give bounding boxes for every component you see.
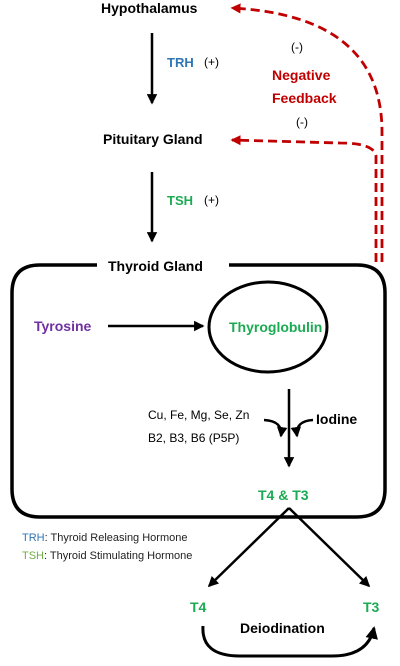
iodine-label: Iodine — [316, 411, 358, 427]
key-trh-abbr: TRH — [22, 532, 45, 544]
arrow-iodine-in — [290, 418, 314, 438]
thyroglobulin-ellipse — [207, 280, 329, 374]
trh-label: TRH — [167, 55, 194, 70]
key-tsh-abbr: TSH — [22, 550, 44, 562]
deiodination-label: Deiodination — [240, 620, 325, 636]
arrow-to-t4 — [207, 507, 290, 588]
cofactor-minerals-label: Cu, Fe, Mg, Se, Zn — [148, 408, 250, 422]
feedback-sign-bottom: (-) — [296, 115, 308, 129]
thyroid-gland-label: Thyroid Gland — [108, 258, 203, 274]
feedback-sign-top: (-) — [291, 40, 303, 54]
key-tsh: TSH: Thyroid Stimulating Hormone — [22, 551, 192, 562]
pituitary-gland-label: Pituitary Gland — [103, 131, 203, 147]
t4-label: T4 — [190, 599, 207, 615]
thyroid-gland-outline — [10, 263, 387, 519]
arrow-to-t3 — [288, 507, 371, 588]
feedback-label-line2: Feedback — [272, 90, 337, 106]
arrow-cofactors-in — [263, 418, 288, 438]
tsh-label: TSH — [167, 193, 193, 208]
thyroglobulin-label: Thyroglobulin — [229, 319, 323, 335]
t4-t3-label: T4 & T3 — [258, 487, 309, 503]
t3-label: T3 — [363, 599, 380, 615]
key-trh: TRH: Thyroid Releasing Hormone — [22, 533, 187, 544]
arrow-deiodination — [201, 625, 378, 658]
key-tsh-desc: : Thyroid Stimulating Hormone — [44, 550, 193, 562]
cofactor-vitamins-label: B2, B3, B6 (P5P) — [148, 431, 240, 445]
hypothalamus-label: Hypothalamus — [101, 0, 198, 16]
trh-effect-label: (+) — [204, 55, 219, 69]
key-trh-desc: : Thyroid Releasing Hormone — [44, 532, 188, 544]
feedback-arrow-hypothalamus — [230, 3, 384, 262]
feedback-arrow-pituitary — [230, 135, 378, 262]
tsh-effect-label: (+) — [204, 193, 219, 207]
feedback-label-line1: Negative — [272, 67, 331, 83]
tyrosine-label: Tyrosine — [34, 318, 92, 334]
